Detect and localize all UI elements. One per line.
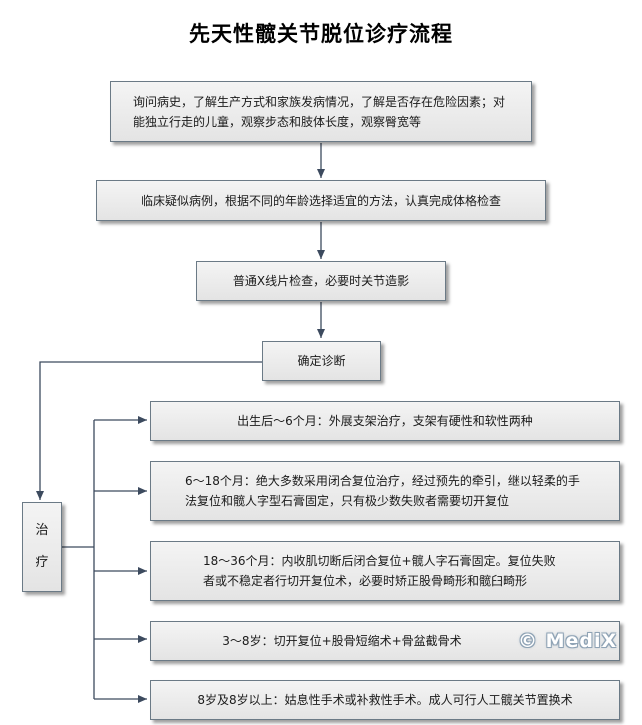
treatment-box-2: 6～18个月：绝大多数采用闭合复位治疗，经过预先的牵引，继以轻柔的手法复位和髋人… (150, 461, 620, 521)
treatment-text-2: 6～18个月：绝大多数采用闭合复位治疗，经过预先的牵引，继以轻柔的手法复位和髋人… (185, 474, 580, 508)
treatment-text-1: 出生后～6个月：外展支架治疗，支架有硬性和软性两种 (237, 414, 533, 428)
arrow-diagnosis-to-treatment (36, 361, 262, 500)
treatment-label-char-1: 治 (35, 523, 49, 538)
treatment-box-4: 3～8岁：切开复位+股骨短缩术+骨盆截骨术 (150, 621, 620, 661)
treatment-text-5: 8岁及8岁以上：姑息性手术或补救性手术。成人可行人工髋关节置换术 (197, 693, 573, 707)
page-title: 先天性髋关节脱位诊疗流程 (189, 22, 453, 46)
step-history-box: 询问病史，了解生产方式和家族发病情况，了解是否存在危险因素；对能独立行走的儿童，… (110, 81, 532, 142)
treatment-box-3: 18～36个月：内收肌切断后闭合复位+髋人字石膏固定。复位失败者或不稳定者行切开… (150, 541, 620, 601)
treatment-box-1: 出生后～6个月：外展支架治疗，支架有硬性和软性两种 (150, 401, 620, 441)
treatment-text-4: 3～8岁：切开复位+股骨短缩术+骨盆截骨术 (222, 634, 462, 648)
step-xray-box: 普通X线片检查，必要时关节造影 (196, 261, 446, 301)
treatment-label-box: 治 疗 (22, 502, 62, 592)
step-history-text: 询问病史，了解生产方式和家族发病情况，了解是否存在危险因素；对能独立行走的儿童，… (133, 94, 506, 129)
treatment-label-char-2: 疗 (35, 555, 49, 570)
treatment-box-5: 8岁及8岁以上：姑息性手术或补救性手术。成人可行人工髋关节置换术 (150, 680, 620, 720)
step-clinical-box: 临床疑似病例，根据不同的年龄选择适宜的方法，认真完成体格检查 (96, 180, 546, 221)
medix-watermark: © MediX (518, 630, 618, 652)
step-xray-text: 普通X线片检查，必要时关节造影 (232, 274, 410, 288)
treatment-text-3: 18～36个月：内收肌切断后闭合复位+髋人字石膏固定。复位失败者或不稳定者行切开… (203, 554, 556, 588)
step-diagnosis-text: 确定诊断 (297, 354, 346, 368)
step-diagnosis-box: 确定诊断 (262, 341, 381, 381)
step-clinical-text: 临床疑似病例，根据不同的年龄选择适宜的方法，认真完成体格检查 (140, 193, 501, 208)
